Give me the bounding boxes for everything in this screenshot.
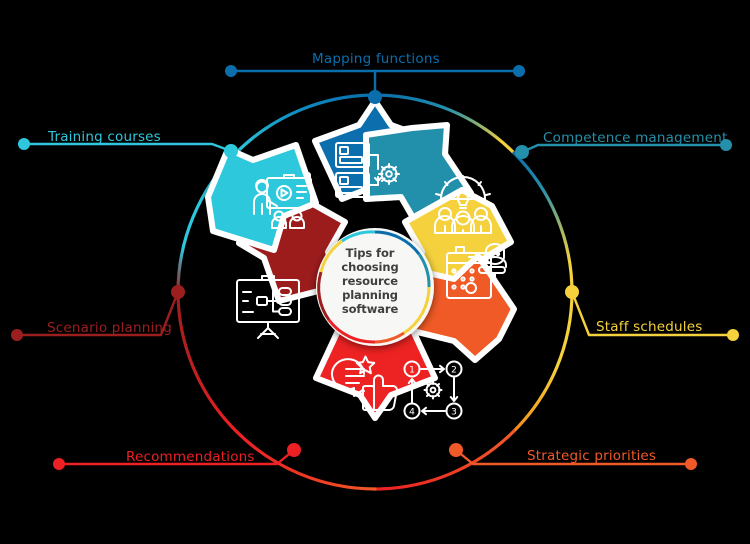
connector-scenario-planning [11,285,185,341]
hub-color-ring [317,230,431,344]
process-cycle-gear-icon: 1 2 3 4 [403,360,463,420]
svg-text:1: 1 [409,366,415,376]
svg-text:4: 4 [409,408,415,418]
connector-staff-schedules [565,285,739,341]
outer-gradient-ring [176,93,574,491]
calendar-person-icon [446,243,507,299]
connector-recommendations [53,443,301,470]
callout-label-scenario-planning[interactable]: Scenario planning [47,320,172,336]
presentation-training-icon [253,172,312,229]
callout-label-mapping-functions[interactable]: Mapping functions [312,51,440,67]
callout-label-staff-schedules[interactable]: Staff schedules [596,319,703,335]
hub-title-line-2: choosing [341,260,399,275]
callout-label-training-courses[interactable]: Training courses [48,129,161,145]
svg-text:3: 3 [451,408,457,418]
flowchart-gear-icon [335,142,400,198]
callout-label-recommendations[interactable]: Recommendations [126,449,255,465]
segment-strategic-priorities[interactable] [406,253,517,363]
callout-label-strategic-priorities[interactable]: Strategic priorities [527,448,657,464]
thumbs-up-review-icon [331,355,398,411]
team-lightbulb-gear-icon [434,175,492,234]
svg-text:2: 2 [451,366,457,376]
hub-title: Tips for choosing resource planning soft… [317,246,423,316]
hub-title-line-5: software [341,302,399,317]
hub-title-line-1: Tips for [345,246,395,260]
connector-training-courses [18,138,238,158]
hub-title-line-4: planning [342,288,398,303]
connector-mapping-functions [225,65,525,104]
center-hub [316,228,434,346]
callout-label-competence-management[interactable]: Competence management [543,130,728,146]
hub-title-line-3: resource [342,274,398,289]
connector-competence-management [515,139,732,159]
whiteboard-flowchart-icon [236,275,300,339]
connector-strategic-priorities [449,443,697,470]
